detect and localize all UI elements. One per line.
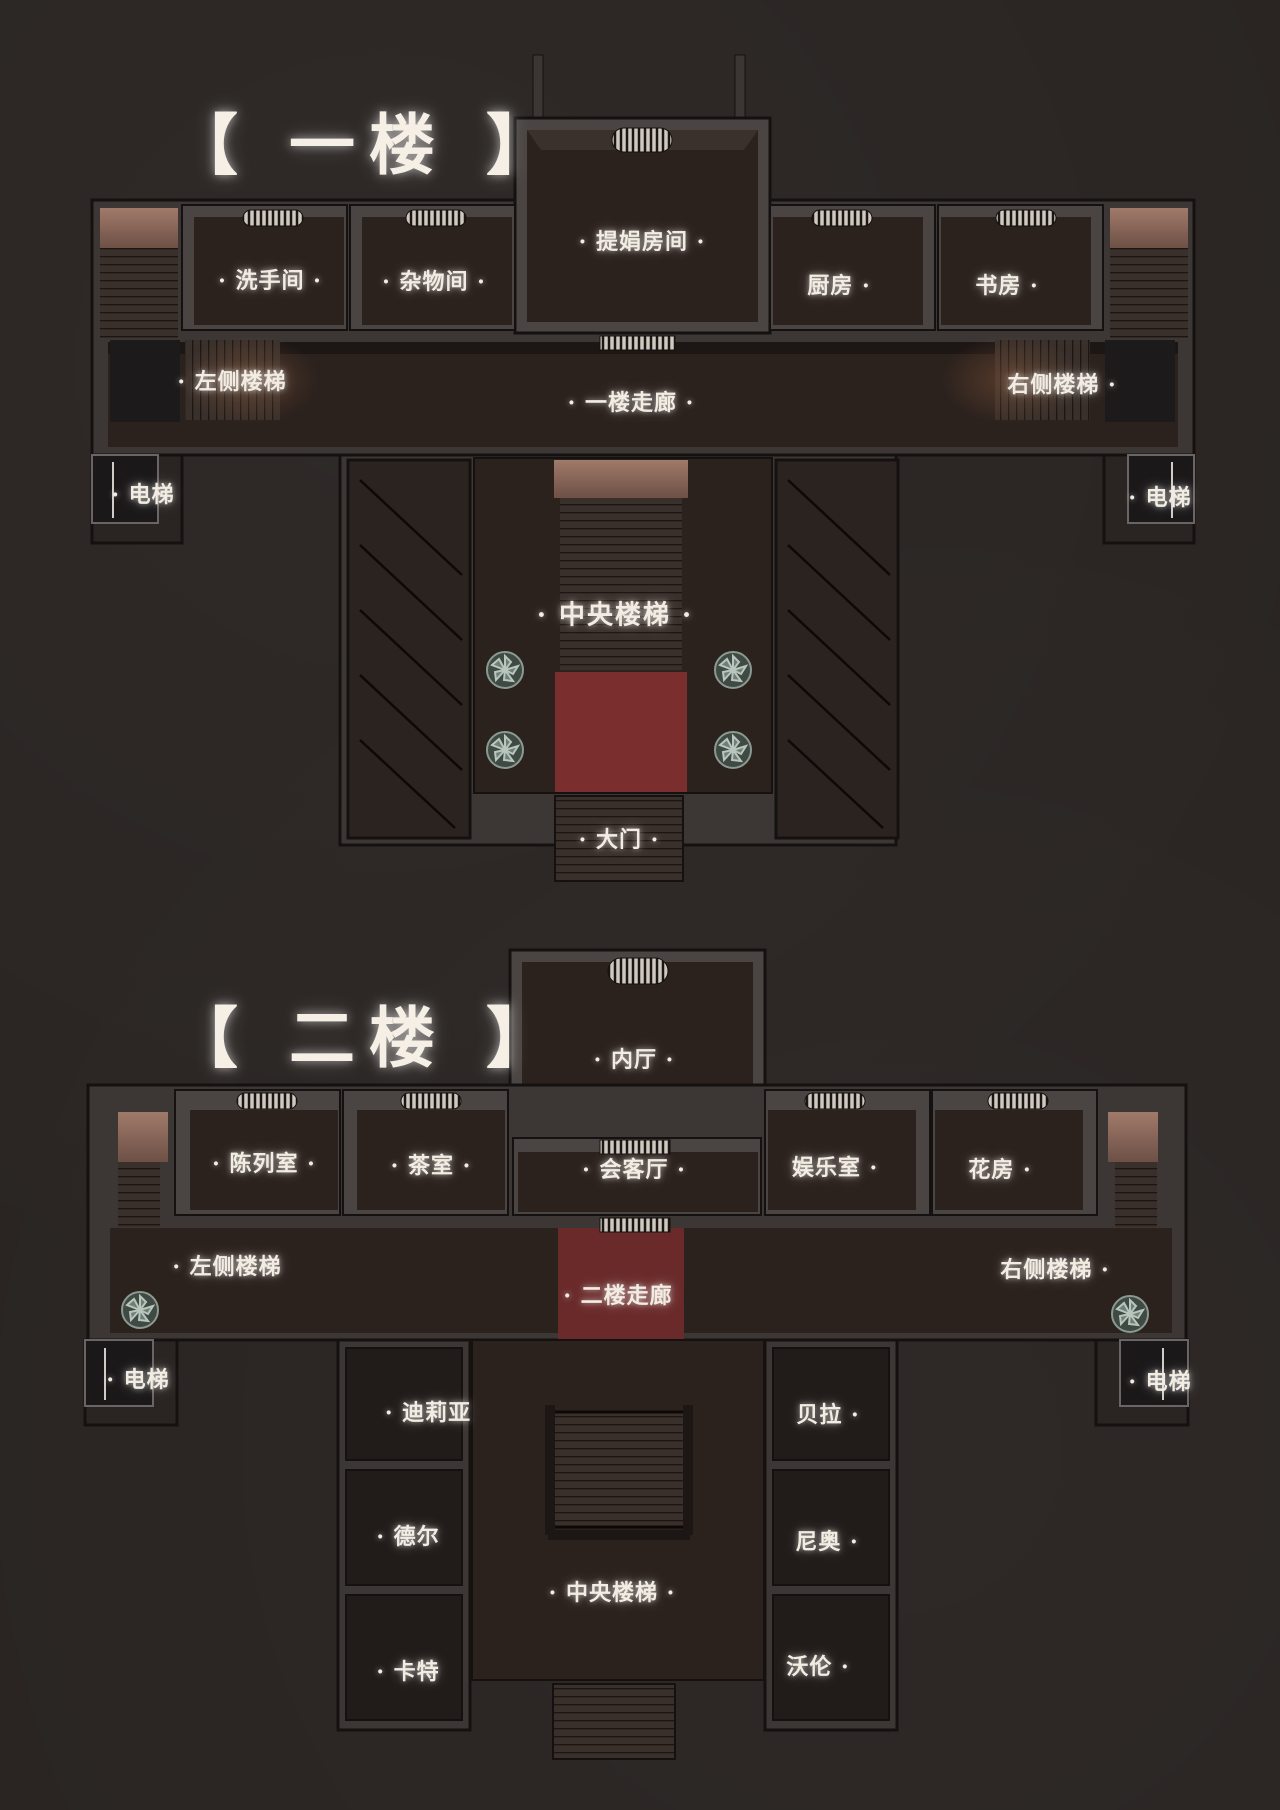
stairs-right-floor-2[interactable]: 右侧楼梯 — [1000, 1252, 1109, 1284]
room-tea[interactable]: 茶室 — [391, 1148, 472, 1180]
elevator-right-floor-1[interactable]: 电梯 — [1128, 480, 1191, 512]
room-study[interactable]: 书房 — [975, 268, 1038, 300]
bedroom-bella[interactable]: 贝拉 — [796, 1397, 859, 1429]
room-inner-hall[interactable]: 内厅 — [594, 1042, 675, 1074]
stairs-right-floor-1[interactable]: 右侧楼梯 — [1007, 367, 1116, 399]
corridor-floor-2[interactable]: 二楼走廊 — [563, 1278, 672, 1310]
stairs-left-floor-2[interactable]: 左侧楼梯 — [172, 1249, 281, 1281]
room-exhibition[interactable]: 陈列室 — [212, 1146, 316, 1178]
room-recreation[interactable]: 娱乐室 — [792, 1150, 878, 1182]
stairs-left-floor-1[interactable]: 左侧楼梯 — [177, 364, 286, 396]
room-reception[interactable]: 会客厅 — [582, 1152, 686, 1184]
elevator-right-floor-2[interactable]: 电梯 — [1128, 1364, 1191, 1396]
main-door[interactable]: 大门 — [579, 822, 660, 854]
room-kitchen[interactable]: 厨房 — [807, 268, 870, 300]
bedroom-nio[interactable]: 尼奥 — [795, 1524, 858, 1556]
bedroom-volun[interactable]: 沃伦 — [786, 1649, 849, 1681]
room-storage[interactable]: 杂物间 — [382, 264, 486, 296]
floor-2-title: 【 二楼 】 — [172, 999, 566, 1077]
bedroom-delia[interactable]: 迪莉亚 — [385, 1395, 471, 1427]
corridor-floor-1[interactable]: 一楼走廊 — [568, 385, 695, 417]
elevator-left-floor-1[interactable]: 电梯 — [111, 477, 174, 509]
room-tihe[interactable]: 提娟房间 — [579, 224, 706, 256]
floor-1-title: 【 一楼 】 — [172, 106, 566, 184]
central-stairs-floor-1[interactable]: 中央楼梯 — [537, 595, 693, 632]
elevator-left-floor-2[interactable]: 电梯 — [106, 1362, 169, 1394]
bedroom-carter[interactable]: 卡特 — [376, 1654, 439, 1686]
room-washroom[interactable]: 洗手间 — [218, 263, 322, 295]
bedroom-del[interactable]: 德尔 — [376, 1519, 439, 1551]
central-stairs-floor-2[interactable]: 中央楼梯 — [549, 1575, 676, 1607]
room-flower[interactable]: 花房 — [968, 1152, 1031, 1184]
